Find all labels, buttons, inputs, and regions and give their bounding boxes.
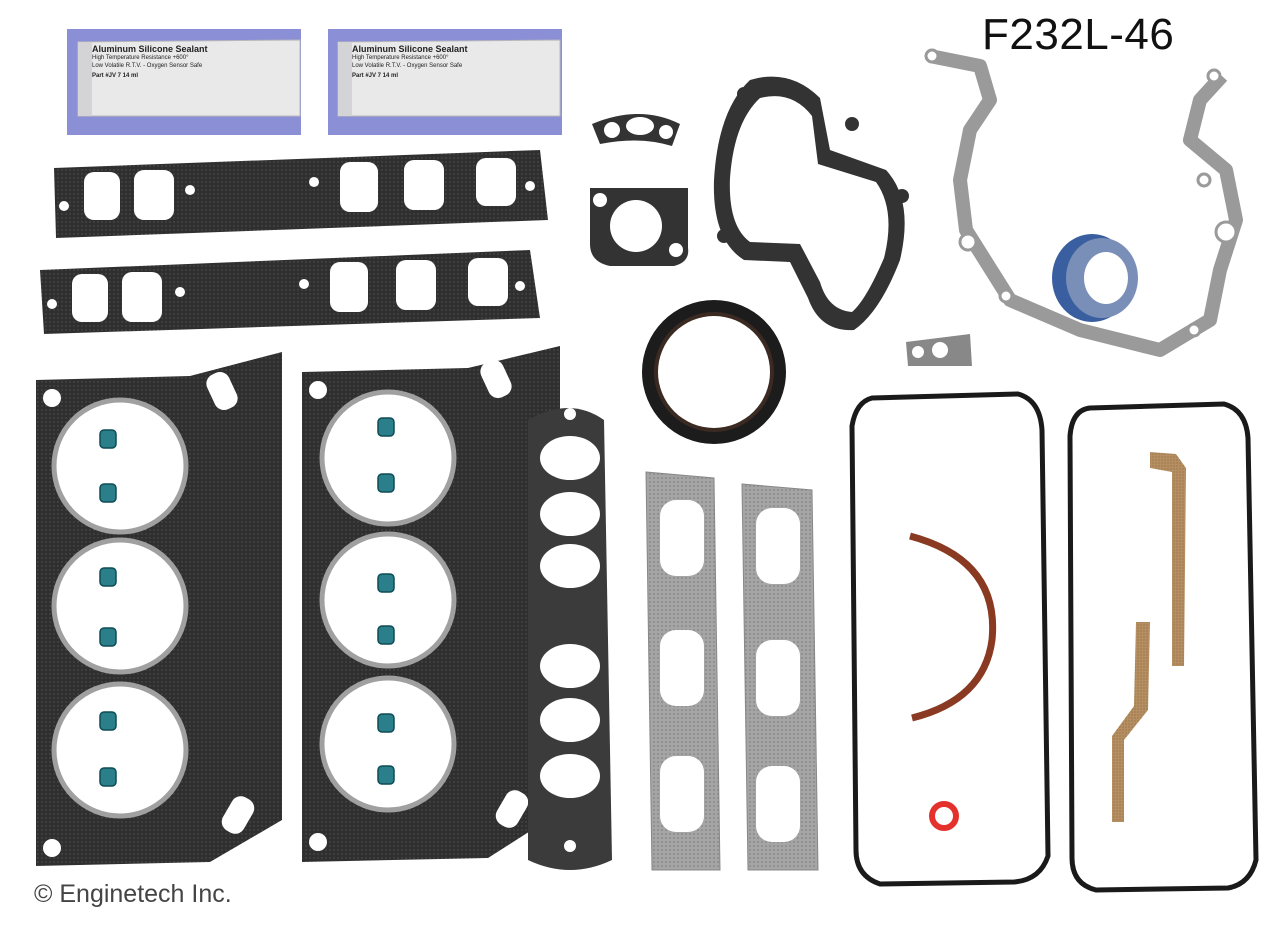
valve-cover-gasket-left [849, 391, 1051, 887]
front-crank-seal [1052, 234, 1138, 322]
sealant-pack-bullet: Low Volatile R.T.V. - Oxygen Sensor Safe [92, 63, 203, 69]
sealant-pack-part: Part #JV 7 14 ml [92, 73, 139, 79]
sealant-pack-1-label: Aluminum Silicone Sealant High Temperatu… [92, 44, 272, 79]
exhaust-manifold-gasket-2 [741, 483, 819, 871]
sealant-pack-1 [67, 29, 301, 135]
egr-gasket [906, 334, 972, 366]
rear-main-seal [642, 300, 786, 444]
timing-cover-gasket [928, 49, 1243, 357]
intake-manifold-gasket-1 [54, 150, 548, 238]
oil-pan-cork-strip-1 [1150, 452, 1186, 666]
thermostat-gasket [590, 188, 689, 266]
head-gasket-left [36, 352, 282, 866]
sealant-pack-title: Aluminum Silicone Sealant [352, 44, 468, 54]
oil-pan-cork-strip-2 [1112, 622, 1150, 822]
sealant-pack-bullet: High Temperature Resistance +600° [92, 55, 189, 61]
sealant-pack-2 [328, 29, 562, 135]
sealant-pack-bullet: Low Volatile R.T.V. - Oxygen Sensor Safe [352, 63, 463, 69]
sealant-pack-bullet: High Temperature Resistance +600° [352, 55, 449, 61]
valve-cover-gasket-right [1067, 401, 1259, 893]
sealant-pack-part: Part #JV 7 14 ml [352, 73, 399, 79]
sealant-pack-title: Aluminum Silicone Sealant [92, 44, 208, 54]
exhaust-manifold-gasket-1 [645, 471, 721, 871]
rear-main-half-seal [909, 532, 997, 722]
intake-manifold-gasket-2 [40, 250, 540, 334]
head-gasket-right [302, 346, 560, 862]
part-number-label: F232L-46 [982, 10, 1175, 59]
small-flange-gasket [592, 114, 680, 146]
timing-cover-bolt-holes [924, 48, 1238, 338]
plenum-gasket [528, 408, 612, 870]
sealant-pack-2-label: Aluminum Silicone Sealant High Temperatu… [352, 44, 532, 79]
water-pump-gasket [713, 76, 909, 331]
o-ring [929, 801, 959, 831]
copyright-label: © Enginetech Inc. [34, 880, 232, 908]
valve-stem-seals [99, 417, 395, 787]
